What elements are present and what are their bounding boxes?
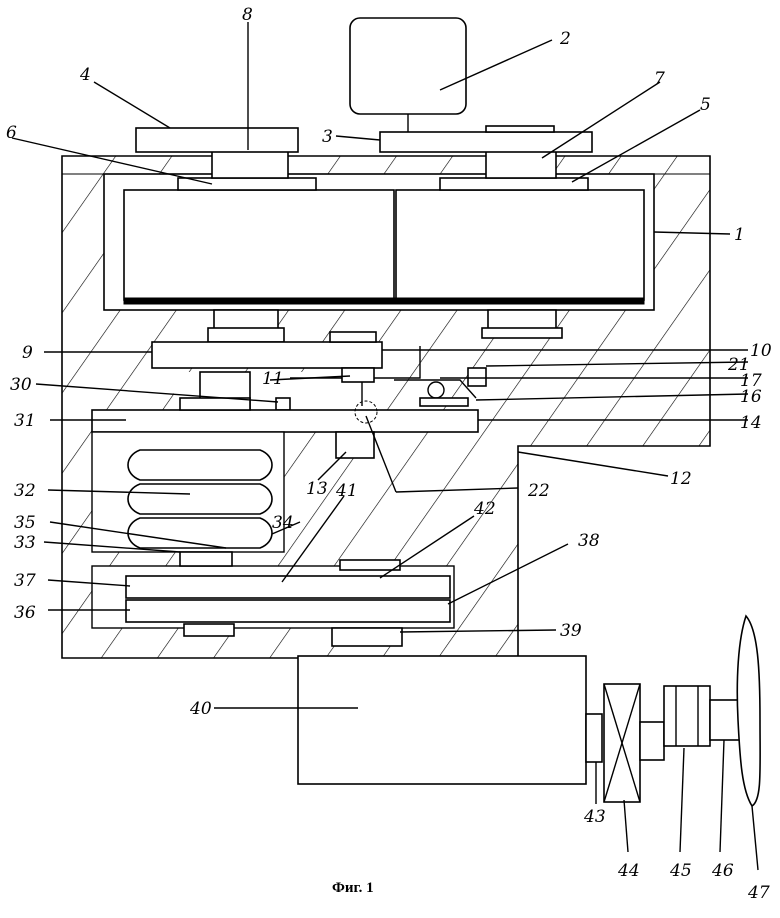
figure-caption: Фиг. 1	[332, 880, 374, 896]
motor-2	[349, 17, 467, 115]
label-8: 8	[242, 5, 253, 25]
label-5: 5	[700, 95, 711, 115]
gear-box-36-37	[91, 551, 455, 647]
label-22: 22	[527, 481, 550, 501]
gear-row-31	[91, 397, 479, 433]
label-33: 33	[14, 533, 36, 553]
label-42: 42	[473, 499, 496, 519]
output-train	[297, 614, 761, 808]
label-12: 12	[670, 469, 692, 489]
label-2: 2	[559, 29, 571, 49]
label-9: 9	[22, 343, 33, 363]
label-45: 45	[669, 861, 692, 881]
label-30: 30	[10, 375, 32, 395]
label-7: 7	[654, 69, 665, 89]
labels: 1 2 3 4 5 6 7 8 9 10 11 12 13 14 16 17 2…	[6, 5, 772, 903]
label-4: 4	[79, 65, 91, 85]
label-10: 10	[750, 341, 772, 361]
label-40: 40	[189, 699, 212, 719]
label-37: 37	[14, 571, 36, 591]
label-34: 34	[272, 513, 294, 533]
label-47: 47	[747, 883, 770, 903]
label-36: 36	[14, 603, 36, 623]
label-43: 43	[583, 807, 606, 827]
label-17: 17	[740, 371, 762, 391]
label-1: 1	[734, 225, 745, 245]
label-11: 11	[262, 369, 284, 389]
label-6: 6	[6, 123, 17, 143]
label-16: 16	[740, 387, 762, 407]
wheel-47	[736, 614, 761, 808]
label-44: 44	[617, 861, 640, 881]
label-3: 3	[322, 127, 333, 147]
label-32: 32	[14, 481, 36, 501]
magnet-chamber	[103, 173, 655, 311]
label-39: 39	[560, 621, 582, 641]
label-38: 38	[578, 531, 600, 551]
gear-row-9	[151, 331, 383, 369]
label-21: 21	[727, 355, 750, 375]
label-13: 13	[306, 479, 328, 499]
label-14: 14	[740, 413, 762, 433]
label-31: 31	[14, 411, 36, 431]
lower-hubs	[207, 309, 563, 343]
label-35: 35	[14, 513, 36, 533]
top-gears	[135, 17, 593, 179]
label-46: 46	[711, 861, 734, 881]
leader-lines	[11, 22, 759, 871]
label-41: 41	[335, 481, 358, 501]
